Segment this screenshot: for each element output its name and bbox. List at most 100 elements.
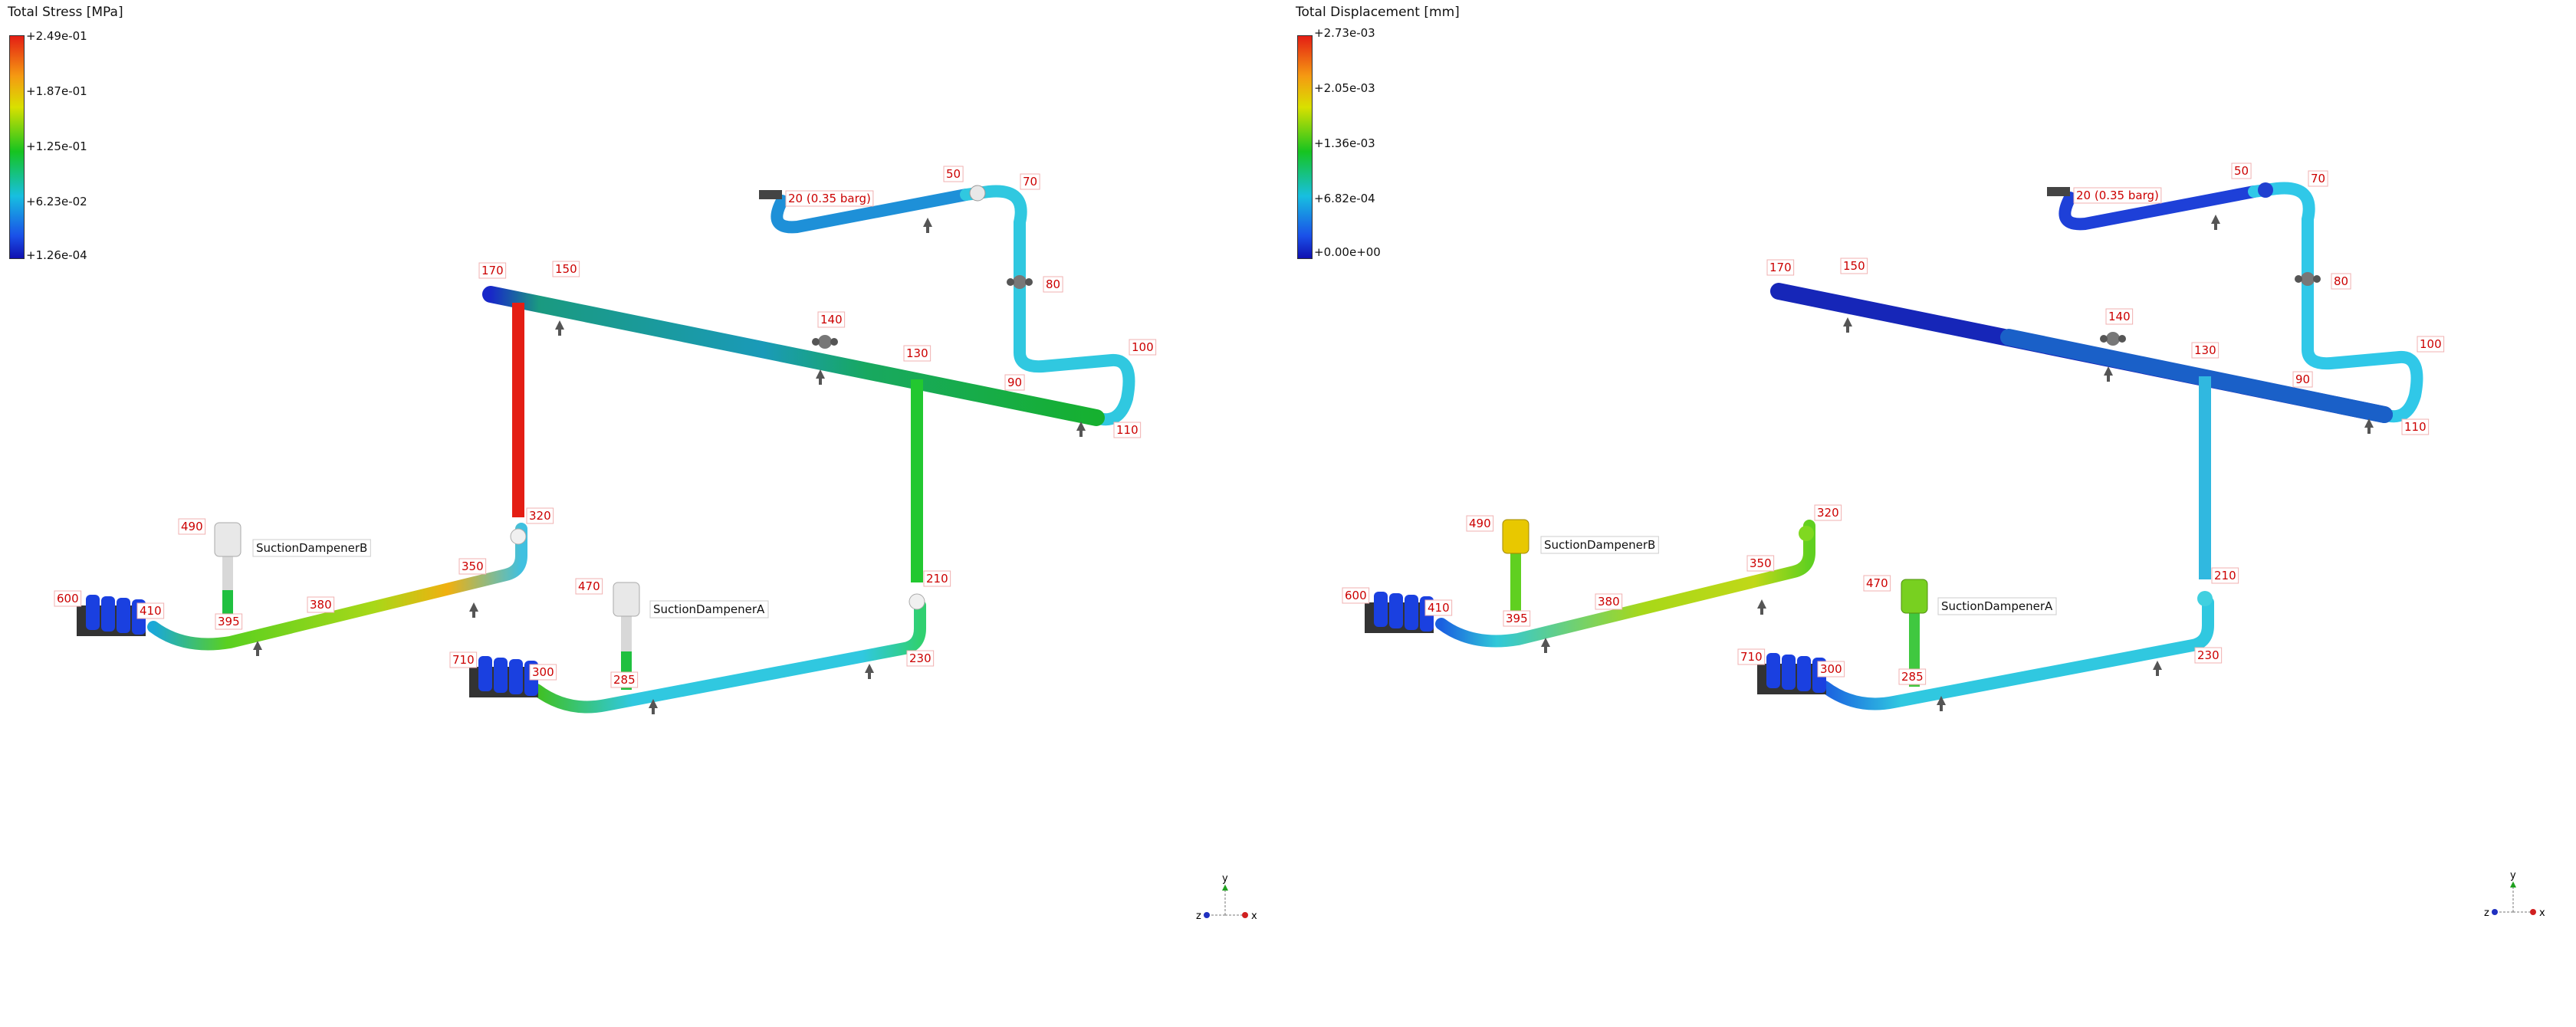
component-label: SuctionDampenerA — [1941, 599, 2053, 613]
node-tag-box — [903, 345, 932, 362]
compressor-a-flanges — [1757, 653, 1826, 694]
node-label: 110 — [2404, 420, 2426, 434]
node-label: 170 — [481, 264, 504, 277]
node-label: 70 — [2311, 172, 2325, 185]
node-label: 320 — [529, 509, 551, 523]
stress-piping-model[interactable]: 20 (0.35 barg) 50 70 80 100 110 90 130 1… — [0, 0, 1288, 1027]
svg-text:y: y — [2510, 870, 2516, 881]
node-tag-box — [1840, 258, 1868, 274]
valve-50 — [969, 185, 986, 202]
node-label: 410 — [140, 604, 162, 618]
stress-legend-value: +6.23e-02 — [26, 195, 87, 208]
pipe-segment-70-110 — [960, 185, 1135, 426]
node-tag-box — [1020, 173, 1040, 190]
node-label: 130 — [906, 346, 928, 360]
stress-legend-value: +1.87e-01 — [26, 84, 87, 98]
valve-210 — [2197, 591, 2213, 606]
node-label: 710 — [1740, 650, 1763, 664]
node-tag-box — [449, 651, 478, 668]
node-tag-box — [1595, 593, 1623, 610]
node-label: 350 — [1750, 556, 1772, 570]
support-140-icon — [2100, 332, 2126, 346]
node-label: 285 — [1901, 670, 1924, 684]
stress-viewport[interactable]: Total Stress [MPa] +2.49e-01 +1.87e-01 +… — [0, 0, 1288, 1027]
axis-triad: x z y — [1196, 873, 1257, 922]
node-label: 210 — [926, 572, 948, 586]
displacement-legend-value: +2.05e-03 — [1314, 81, 1375, 95]
node-tag-box — [610, 671, 639, 688]
node-label: 470 — [578, 579, 600, 593]
pipe-line-a — [1819, 596, 2214, 710]
node-tag-box — [136, 602, 165, 619]
nozzle-20 — [759, 190, 782, 199]
pipe-line-b — [1435, 520, 1815, 648]
node-label: 300 — [1820, 662, 1842, 676]
node-tag-box — [923, 570, 951, 587]
node-tag-box — [2401, 418, 2430, 435]
node-label: 150 — [1843, 259, 1865, 273]
dampener-b-vessel — [1502, 519, 1530, 554]
node-label: 395 — [218, 615, 240, 628]
node-label: 90 — [2295, 372, 2310, 386]
node-tag-box — [552, 261, 580, 277]
node-tag-box — [2417, 336, 2445, 353]
stress-color-scale — [9, 35, 25, 259]
compressor-b-flanges — [77, 595, 146, 636]
node-label: 80 — [1046, 277, 1060, 291]
node-label: 150 — [555, 262, 577, 276]
component-tag-box — [1540, 536, 1659, 554]
node-tag-box — [458, 558, 487, 575]
node-tag-box — [215, 613, 243, 630]
node-tag-box — [1766, 259, 1795, 276]
node-label: 70 — [1023, 175, 1037, 189]
component-tag-box — [252, 539, 371, 557]
dampener-a-vessel — [613, 582, 640, 617]
node-tag-box — [1863, 575, 1891, 592]
node-tag-box — [178, 518, 206, 535]
node-tag-box — [2194, 647, 2223, 664]
node-label: 110 — [1116, 423, 1138, 437]
valve-320 — [510, 528, 527, 545]
node-label: 80 — [2334, 274, 2348, 288]
displacement-legend-min: +0.00e+00 — [1314, 245, 1381, 259]
node-tag-box — [1737, 648, 1766, 665]
pipe-segment-70-110 — [2248, 182, 2423, 423]
node-label: 100 — [2420, 337, 2442, 351]
node-label: 410 — [1428, 601, 1450, 615]
node-label: 395 — [1506, 612, 1528, 625]
pipe-line-a — [531, 599, 926, 714]
node-label: 50 — [946, 167, 961, 181]
nozzle-20 — [2047, 187, 2070, 196]
displacement-legend-value: +1.36e-03 — [1314, 136, 1375, 150]
compressor-b-flanges — [1365, 592, 1434, 633]
node-label: 230 — [909, 651, 932, 665]
valve-210 — [909, 593, 925, 610]
pipe-segment-20-50 — [2058, 185, 2260, 231]
node-tag-box — [2105, 308, 2134, 325]
node-label: 170 — [1769, 261, 1792, 274]
support-140-icon — [812, 335, 838, 349]
node-tag-box — [1746, 555, 1775, 572]
header-pipe-170-110 — [482, 286, 1105, 426]
displacement-piping-model[interactable]: 20 (0.35 barg) 50 70 80 100 110 90 130 1… — [1288, 0, 2576, 1027]
pipe-line-b — [147, 523, 527, 651]
node-labels: 20 (0.35 barg) 50 70 80 100 110 90 130 1… — [54, 166, 1157, 688]
node-tag-box — [529, 664, 557, 681]
node-label: 320 — [1817, 506, 1839, 520]
svg-text:x: x — [2539, 907, 2545, 919]
displacement-color-scale — [1297, 35, 1313, 259]
node-tag-box — [2211, 567, 2239, 584]
node-tag-box — [2308, 170, 2328, 187]
displacement-legend-max: +2.73e-03 — [1314, 26, 1375, 40]
support-arrows — [253, 218, 1086, 714]
node-tag-box — [1466, 515, 1494, 532]
support-arrows — [1541, 215, 2374, 711]
component-label: SuctionDampenerB — [256, 541, 367, 555]
node-label: 350 — [462, 559, 484, 573]
pipe-segment-20-50 — [770, 189, 972, 234]
axis-triad: x z y — [2484, 870, 2545, 919]
displacement-viewport[interactable]: Total Displacement [mm] +2.73e-03 +2.05e… — [1288, 0, 2576, 1027]
svg-text:y: y — [1222, 873, 1228, 884]
node-tag-box — [906, 650, 935, 667]
node-label: 470 — [1866, 576, 1888, 590]
